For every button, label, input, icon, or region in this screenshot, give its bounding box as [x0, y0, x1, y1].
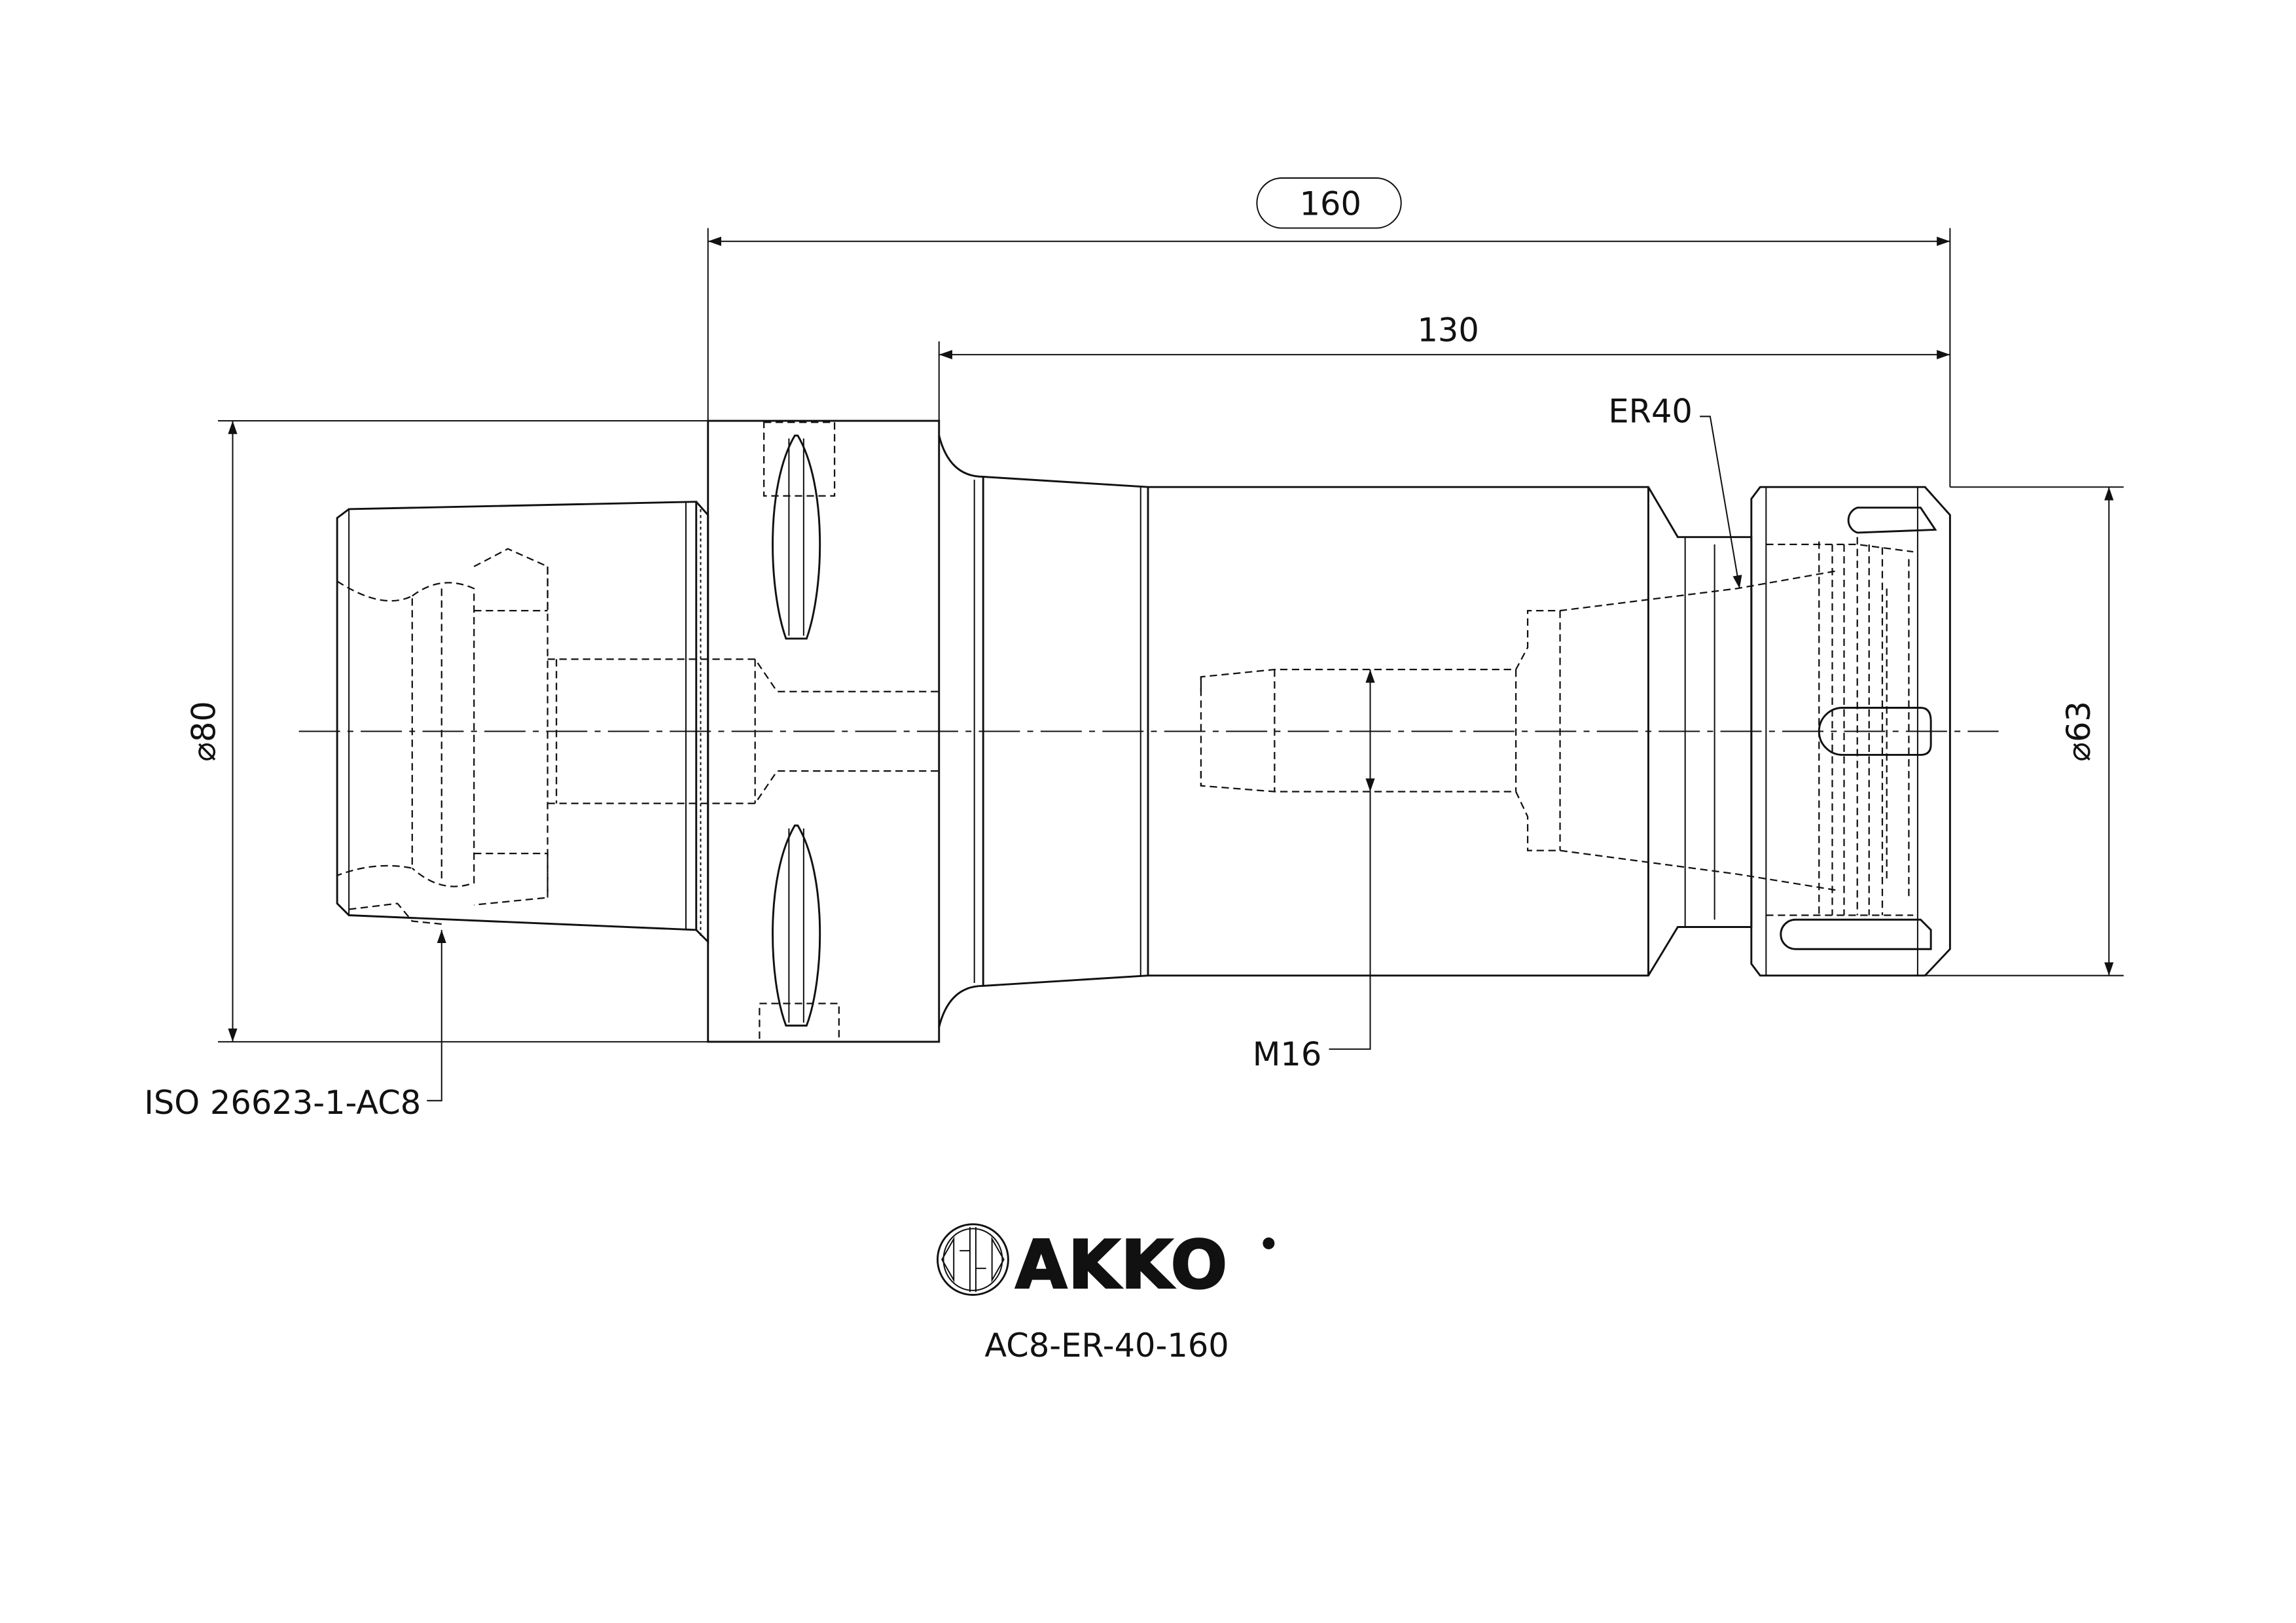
akko-logo: AKKO: [937, 1223, 1275, 1304]
m16-label: M16: [1253, 1035, 1322, 1073]
svg-text:AKKO: AKKO: [1016, 1226, 1229, 1303]
iso-label: ISO 26623-1-AC8: [144, 1084, 421, 1122]
er40-callout: ER40: [1608, 392, 1742, 589]
iso-callout: ISO 26623-1-AC8: [144, 929, 446, 1122]
part-number: AC8-ER-40-160: [984, 1327, 1229, 1364]
dim-160-label: 160: [1300, 185, 1361, 223]
dimension-dia-63: ⌀63: [1925, 486, 2124, 976]
dia-80-label: ⌀80: [185, 701, 223, 762]
dimension-160: 160: [707, 177, 1951, 488]
m16-callout: M16: [1253, 669, 1375, 1073]
dia-63-label: ⌀63: [2060, 701, 2098, 762]
dim-130-label: 130: [1417, 312, 1479, 349]
er40-label: ER40: [1608, 392, 1693, 430]
ac8-shank: [336, 501, 939, 944]
dimension-130: 130: [938, 312, 1950, 421]
flange: [707, 419, 941, 1043]
dimension-dia-80: ⌀80: [185, 420, 708, 1043]
